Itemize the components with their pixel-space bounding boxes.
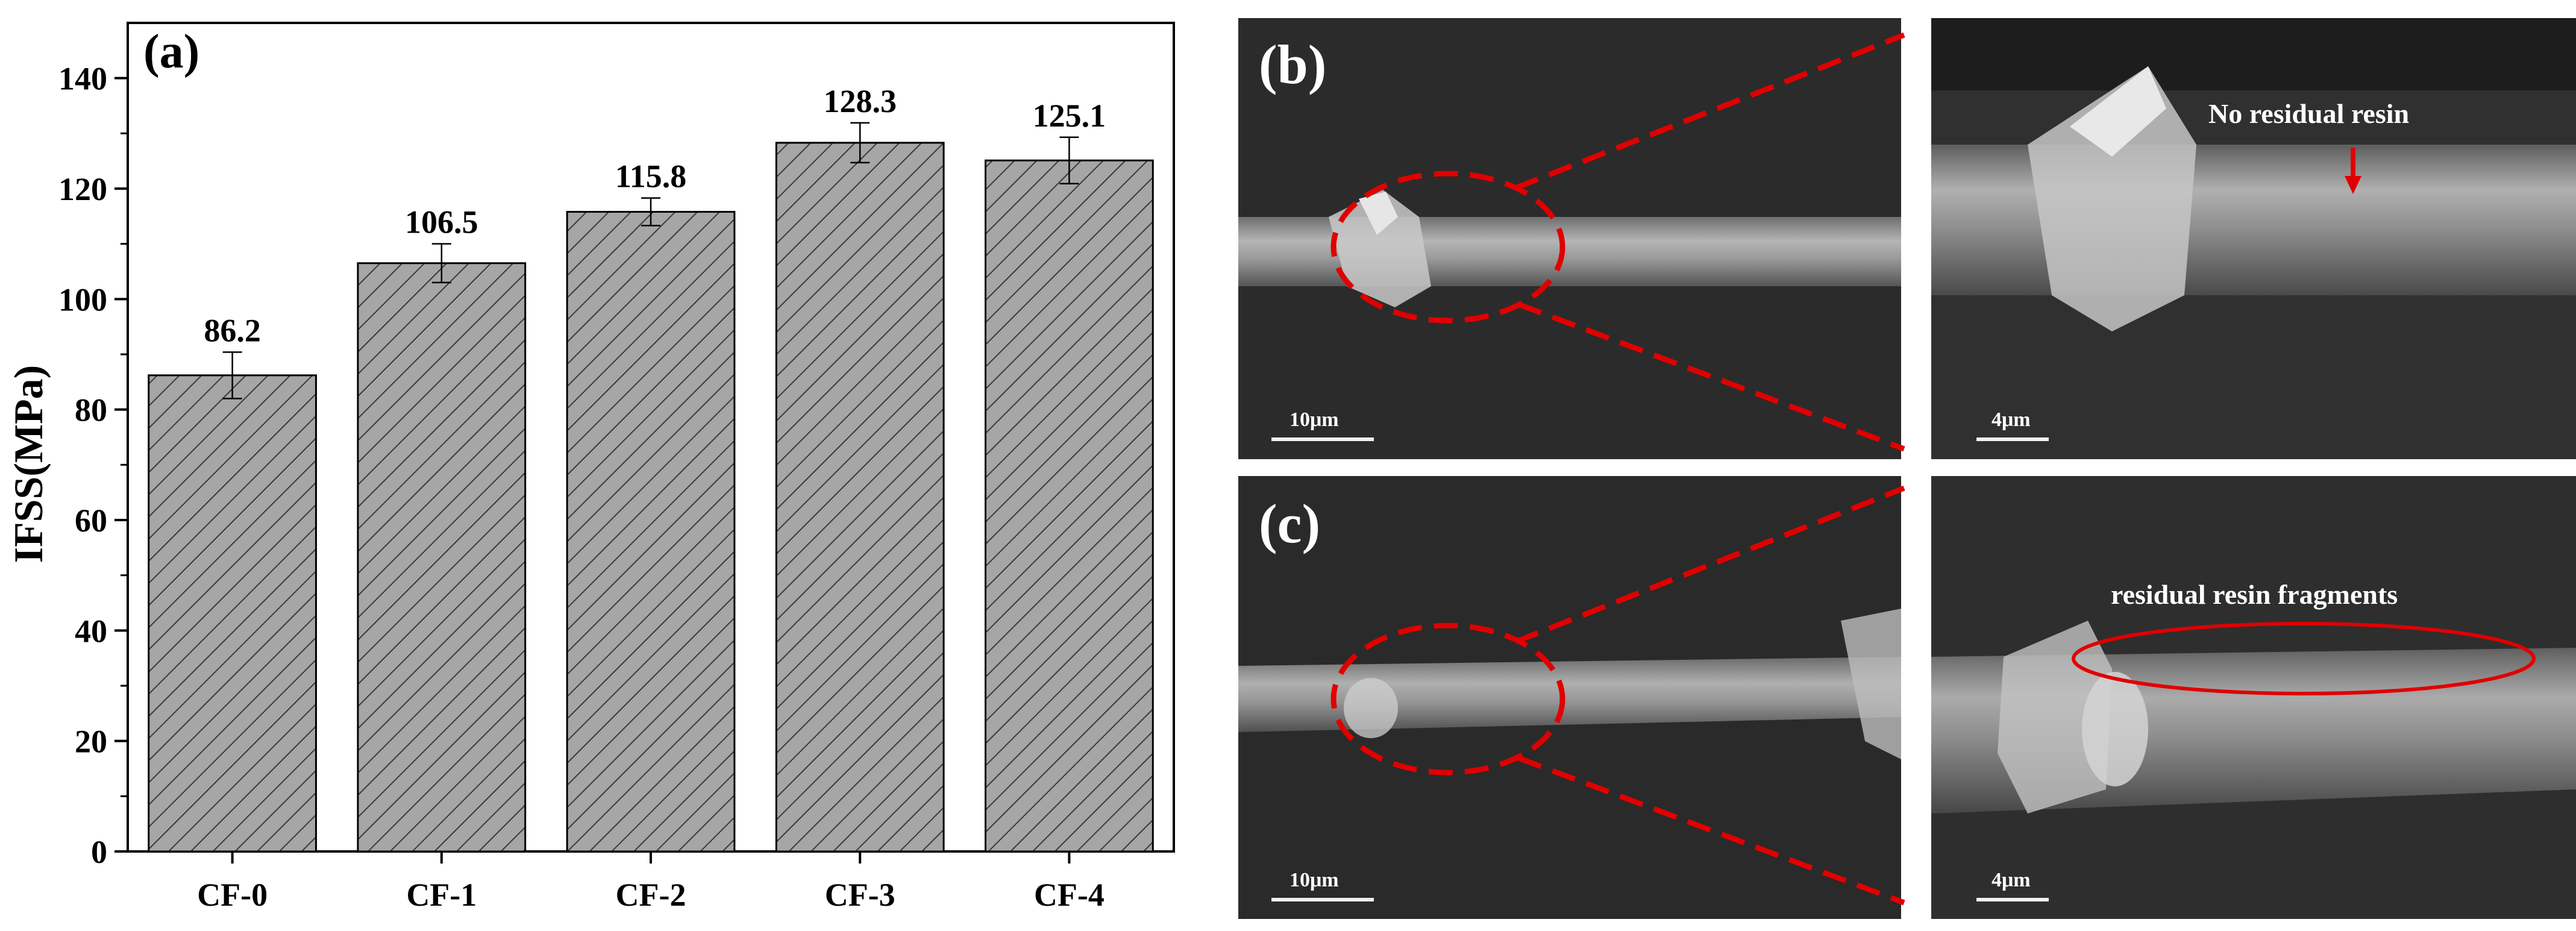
value-label: 115.8 bbox=[615, 158, 687, 195]
x-tick-label: CF-3 bbox=[825, 877, 895, 913]
value-label: 128.3 bbox=[823, 83, 897, 119]
zoom-connector-c-bottom bbox=[1517, 755, 1905, 906]
fiber-image-b-overview bbox=[1238, 18, 1901, 459]
scale-bar-c-zoom bbox=[1976, 898, 2049, 901]
scale-label-b-zoom: 4μm bbox=[1992, 409, 2031, 431]
zoom-circle-c bbox=[1330, 622, 1565, 776]
value-label: 86.2 bbox=[204, 312, 261, 348]
value-label: 125.1 bbox=[1033, 98, 1106, 134]
x-tick-label: CF-2 bbox=[616, 877, 686, 913]
fiber-image-c-overview bbox=[1238, 476, 1901, 919]
y-tick-label: 80 bbox=[75, 392, 107, 428]
value-label: 106.5 bbox=[405, 204, 478, 240]
sem-panel-c-zoom: residual resin fragments 4μm bbox=[1931, 476, 2576, 919]
y-tick-label: 0 bbox=[91, 834, 107, 870]
scale-bar-b-zoom bbox=[1976, 437, 2049, 441]
y-tick-label: 40 bbox=[75, 613, 107, 649]
fiber-image-c-zoom bbox=[1931, 476, 2576, 919]
scale-label-b-overview: 10μm bbox=[1290, 409, 1339, 431]
zoom-connector-b-top bbox=[1514, 32, 1905, 191]
sem-panel-b-overview: (b) 10μm bbox=[1238, 18, 1901, 459]
y-tick-label: 120 bbox=[58, 171, 107, 207]
annotation-residual-resin-fragments: residual resin fragments bbox=[2111, 579, 2398, 610]
zoom-connector-b-bottom bbox=[1517, 301, 1905, 452]
y-tick-label: 20 bbox=[75, 724, 107, 760]
bar-cf-0 bbox=[148, 374, 317, 853]
scale-label-c-zoom: 4μm bbox=[1992, 869, 2031, 891]
fiber-image-b-zoom bbox=[1931, 18, 2576, 459]
annotation-no-residual-resin: No residual resin bbox=[2208, 98, 2410, 129]
resin-fragment-ellipse bbox=[2072, 622, 2536, 695]
zoom-circle-b bbox=[1330, 171, 1565, 324]
bar-cf-4 bbox=[985, 159, 1154, 853]
sem-panel-c-overview: (c) 10μm bbox=[1238, 476, 1901, 919]
y-tick-label: 100 bbox=[58, 281, 107, 318]
y-tick-label: 60 bbox=[75, 503, 107, 539]
y-tick-label: 140 bbox=[58, 61, 107, 97]
bar-cf-1 bbox=[357, 262, 527, 853]
bar-cf-2 bbox=[566, 211, 736, 853]
x-tick-label: CF-1 bbox=[406, 877, 477, 913]
zoom-connector-c-top bbox=[1514, 485, 1905, 645]
ifss-bar-chart: 0 20 40 60 80 100 120 140 CF-0 86.2CF-1 106.5CF-2… bbox=[5, 22, 1175, 913]
x-tick-label: CF-4 bbox=[1034, 877, 1105, 913]
scale-label-c-overview: 10μm bbox=[1290, 869, 1339, 891]
sem-panel-b-zoom: No residual resin 4μm bbox=[1931, 18, 2576, 459]
y-axis-title: IFSS(MPa) bbox=[5, 365, 51, 563]
panel-b-label: (b) bbox=[1259, 34, 1327, 95]
x-tick-label: CF-0 bbox=[197, 877, 268, 913]
scale-bar-b-overview bbox=[1271, 437, 1374, 441]
bar-cf-3 bbox=[775, 142, 945, 853]
panel-a-label: (a) bbox=[143, 25, 199, 78]
scale-bar-c-overview bbox=[1271, 898, 1374, 901]
panel-c-label: (c) bbox=[1259, 493, 1321, 554]
